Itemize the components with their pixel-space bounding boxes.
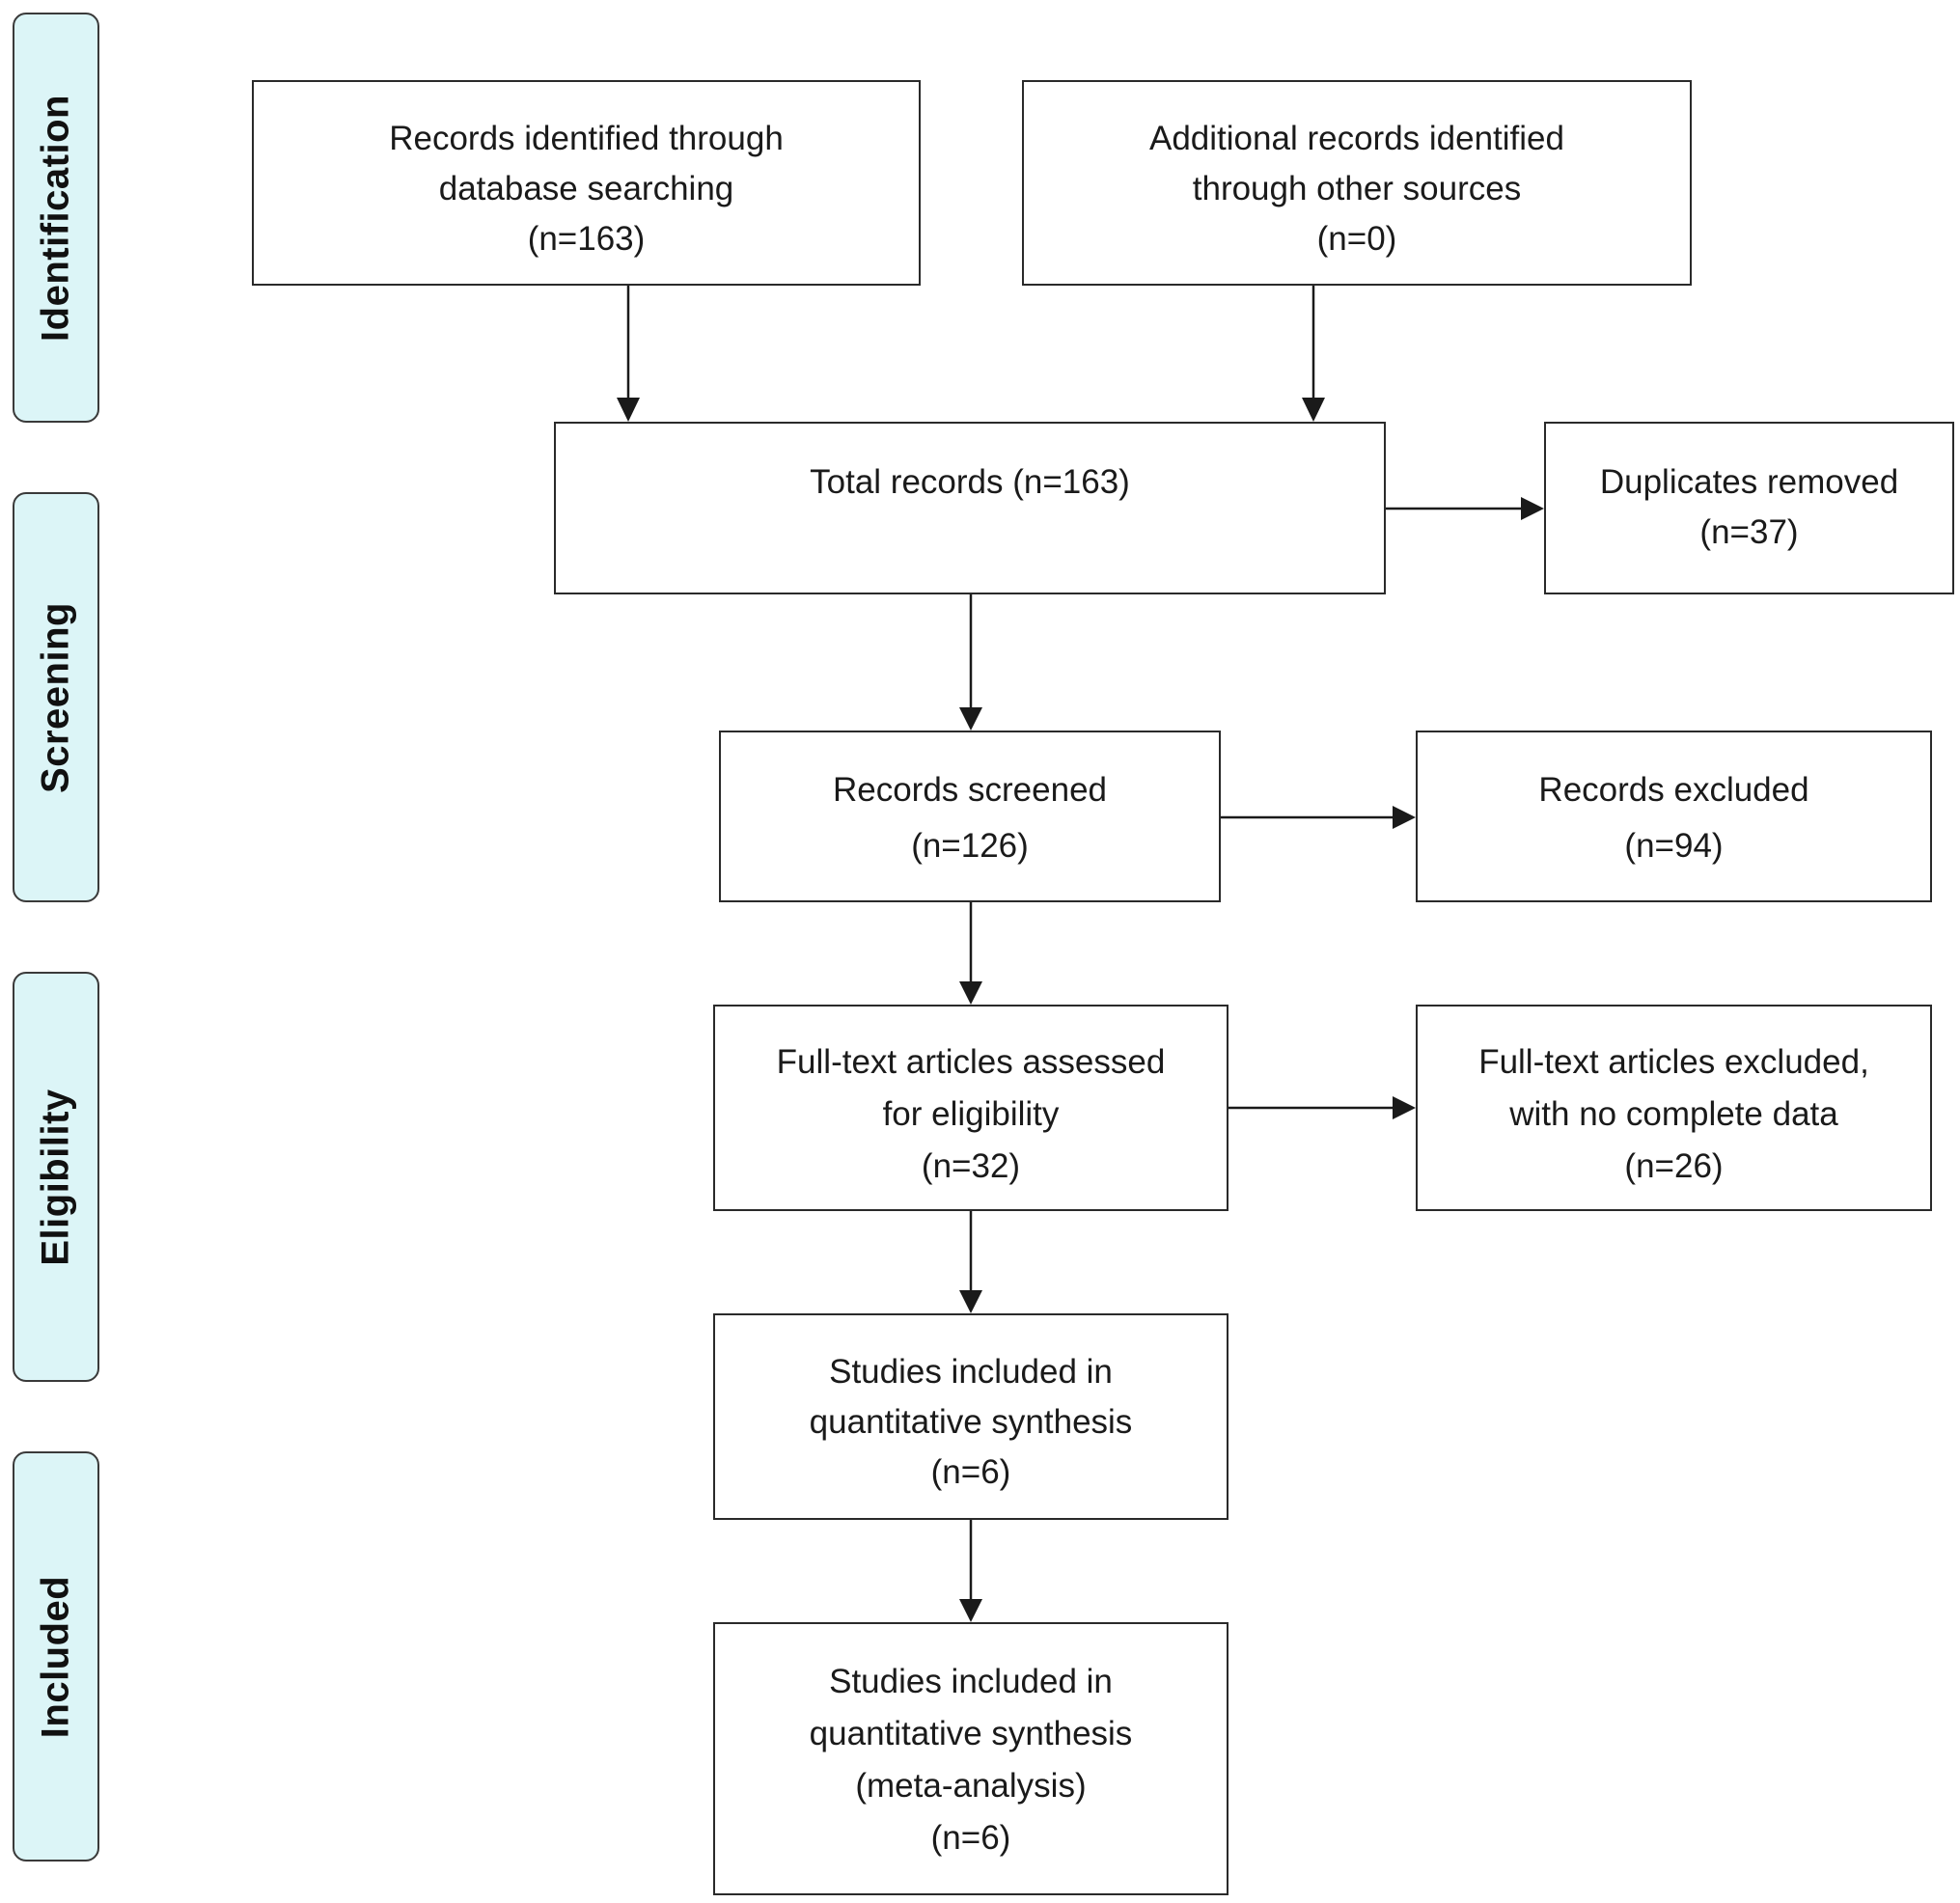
stage-identification: Identification [13,13,99,423]
box-count: (n=6) [930,1453,1011,1491]
box-text: through other sources [1192,170,1522,207]
box-total-records: Total records (n=163) [554,422,1386,594]
box-text: database searching [438,170,734,207]
box-meta-analysis: Studies included in quantitative synthes… [713,1622,1228,1895]
arrowhead-screened-to-fulltext [959,981,982,1005]
box-count: (n=32) [921,1147,1021,1185]
box-text: Full-text articles assessed [776,1043,1166,1081]
box-text: quantitative synthesis [809,1715,1133,1752]
box-duplicates-removed: Duplicates removed (n=37) [1544,422,1954,594]
arrowhead-database-to-total [617,398,640,422]
box-text: quantitative synthesis [809,1403,1133,1441]
box-text: Full-text articles excluded, [1478,1043,1869,1081]
arrowhead-total-to-screened [959,707,982,731]
stage-eligibility: Eligibility [13,972,99,1382]
box-text: Studies included in [829,1663,1113,1700]
stage-included-label: Included [34,1575,77,1738]
arrowhead-qualitative-to-meta [959,1599,982,1622]
box-count: (n=26) [1624,1147,1724,1185]
box-database-records: Records identified through database sear… [252,80,921,286]
stage-included: Included [13,1451,99,1862]
box-text: for eligibility [882,1095,1060,1133]
box-other-sources: Additional records identified through ot… [1022,80,1692,286]
box-count: (n=126) [911,827,1029,865]
box-text: Studies included in [829,1353,1113,1391]
stage-eligibility-label: Eligibility [34,1088,77,1266]
box-text: Records excluded [1538,771,1809,809]
arrowhead-total-to-duplicates [1521,497,1544,520]
arrowhead-screened-to-excluded [1393,806,1416,829]
box-count: (n=94) [1624,827,1724,865]
arrowhead-other-to-total [1302,398,1325,422]
arrowhead-fulltext-to-excluded [1393,1096,1416,1119]
box-text: Additional records identified [1149,120,1564,157]
box-count: (n=6) [930,1819,1011,1857]
box-text: Duplicates removed [1599,463,1899,501]
box-count: (n=163) [527,220,646,258]
box-qualitative-synthesis: Studies included in quantitative synthes… [713,1313,1228,1520]
box-fulltext-excluded: Full-text articles excluded, with no com… [1416,1005,1932,1211]
box-records-screened: Records screened (n=126) [719,731,1221,902]
box-text: Total records (n=163) [810,463,1130,501]
stage-screening-label: Screening [34,601,77,793]
box-text: Records identified through [389,120,784,157]
box-records-excluded: Records excluded (n=94) [1416,731,1932,902]
box-count: (n=37) [1699,513,1799,551]
box-text: with no complete data [1509,1095,1838,1133]
stage-identification-label: Identification [34,94,77,342]
stage-screening: Screening [13,492,99,902]
box-text: Records screened [832,771,1108,809]
box-text: (meta-analysis) [855,1767,1087,1805]
box-fulltext-assessed: Full-text articles assessed for eligibil… [713,1005,1228,1211]
arrowhead-fulltext-to-qualitative [959,1290,982,1313]
box-count: (n=0) [1316,220,1397,258]
